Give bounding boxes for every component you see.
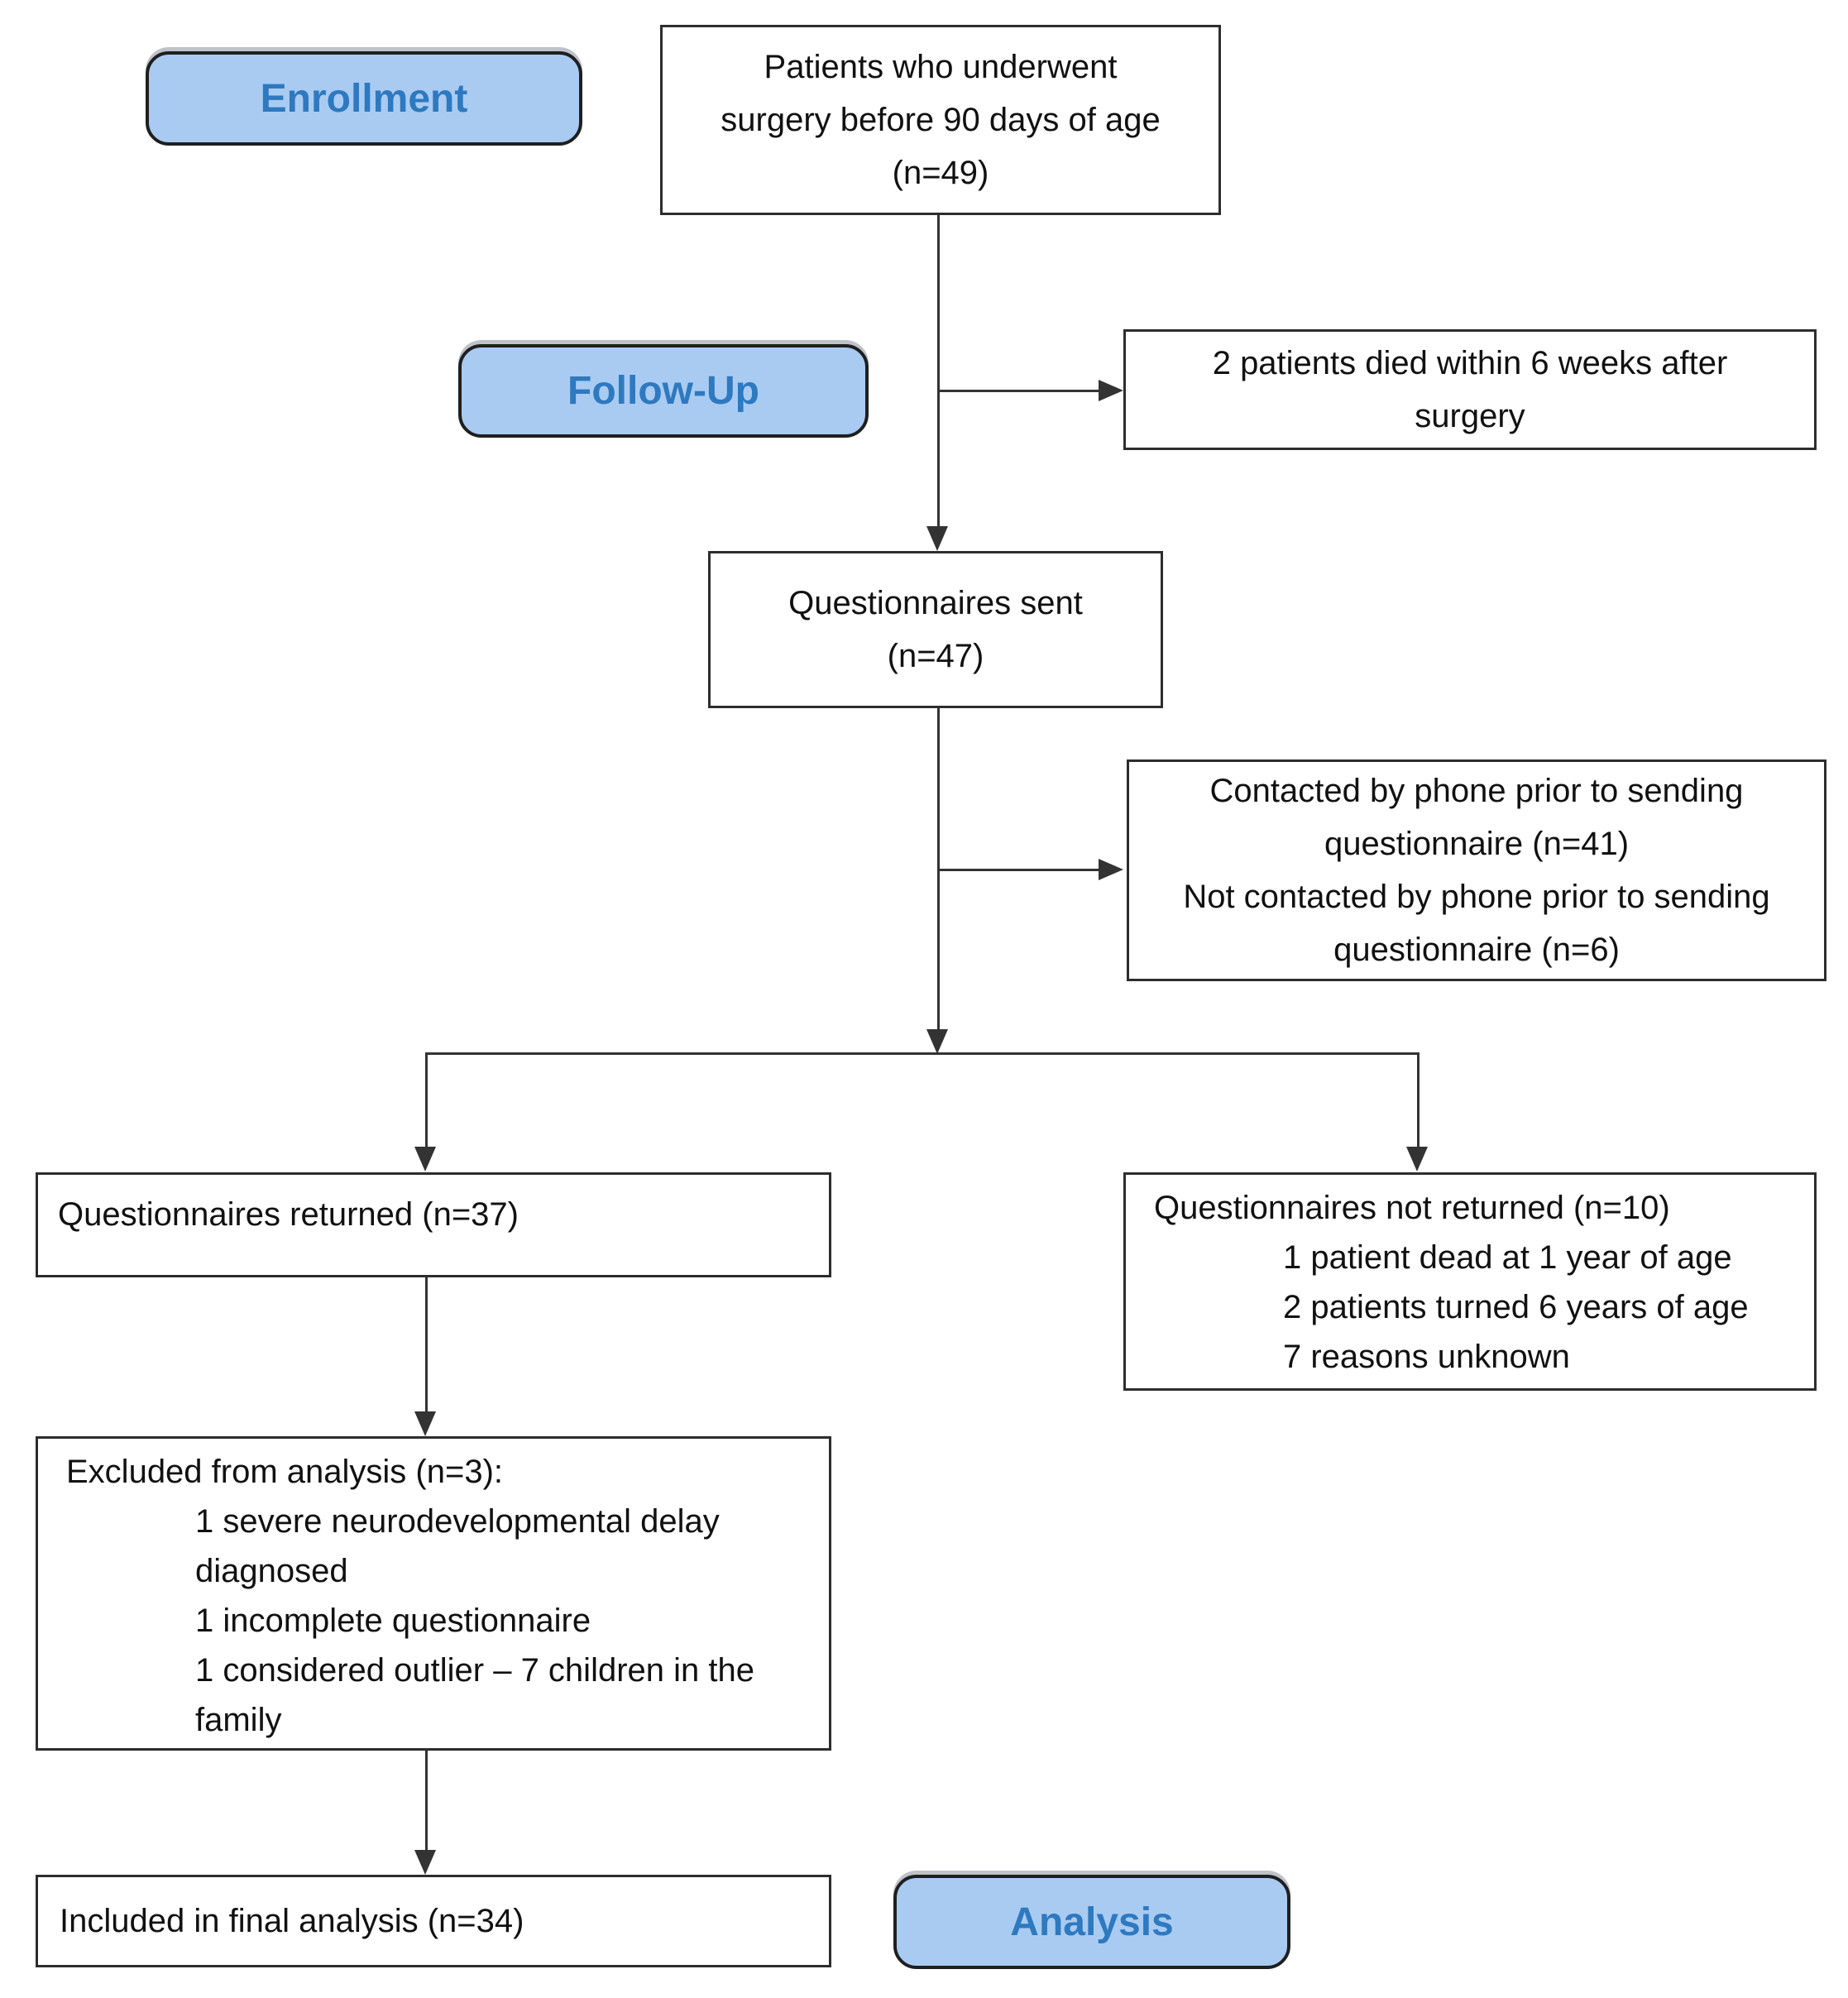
connector-to-died-box [938, 390, 1100, 392]
box-died-after-surgery: 2 patients died within 6 weeks after sur… [1123, 329, 1817, 450]
box-questionnaires-returned: Questionnaires returned (n=37) [36, 1172, 831, 1277]
list-item: 1 incomplete questionnaire [195, 1603, 591, 1639]
connector-split-to-not-returned [1417, 1052, 1420, 1147]
box-phone-contact: Contacted by phone prior to sending ques… [1127, 759, 1826, 981]
arrowhead-down-icon [414, 1850, 436, 1875]
box-text-line: Questionnaires sent [788, 585, 1083, 621]
connector-to-phone-contact-box [938, 869, 1100, 871]
box-text-line: Included in final analysis (n=34) [60, 1903, 524, 1939]
arrowhead-down-icon [414, 1411, 436, 1436]
connector-split-to-returned [425, 1052, 428, 1147]
box-text-line: Not contacted by phone prior to sending [1183, 879, 1770, 915]
box-text-line: Patients who underwent [764, 49, 1118, 85]
box-text-line: 2 patients died within 6 weeks after [1212, 345, 1728, 381]
list-item: 7 reasons unknown [1283, 1339, 1570, 1375]
box-text-line: questionnaire (n=6) [1333, 932, 1620, 968]
phase-label-analysis: Analysis [893, 1875, 1290, 1969]
arrowhead-down-icon [414, 1147, 436, 1171]
box-patients-surgery: Patients who underwent surgery before 90… [660, 25, 1221, 215]
arrowhead-down-icon [926, 526, 948, 551]
connector-patients-to-sent [937, 215, 940, 528]
box-text-line: (n=47) [887, 638, 984, 674]
connector-excluded-to-included [425, 1751, 428, 1850]
box-title: Excluded from analysis (n=3): [66, 1454, 504, 1490]
box-title: Questionnaires not returned (n=10) [1154, 1190, 1670, 1226]
connector-split-bar [425, 1052, 1420, 1055]
phase-label-enrollment: Enrollment [146, 51, 582, 146]
arrowhead-right-icon [1099, 859, 1123, 880]
list-item: 1 patient dead at 1 year of age [1283, 1239, 1732, 1276]
box-excluded-from-analysis: Excluded from analysis (n=3): 1 severe n… [36, 1436, 831, 1751]
phase-label-follow-up: Follow-Up [458, 344, 869, 438]
arrowhead-down-icon [1406, 1147, 1428, 1171]
box-text-line: surgery before 90 days of age [721, 102, 1161, 138]
box-text-line: Contacted by phone prior to sending [1209, 773, 1744, 809]
connector-returned-to-excluded [425, 1277, 428, 1411]
arrowhead-down-icon [926, 1029, 948, 1054]
box-text-line: (n=49) [892, 155, 989, 191]
box-text-line: Questionnaires returned (n=37) [58, 1196, 519, 1233]
box-text-line: questionnaire (n=41) [1324, 826, 1630, 862]
box-questionnaires-sent: Questionnaires sent (n=47) [708, 551, 1163, 708]
list-item: 2 patients turned 6 years of age [1283, 1289, 1749, 1325]
box-questionnaires-not-returned: Questionnaires not returned (n=10) 1 pat… [1123, 1172, 1817, 1391]
box-text-line: surgery [1415, 398, 1525, 434]
list-item: 1 severe neurodevelopmental delay diagno… [195, 1503, 720, 1589]
box-included-final-analysis: Included in final analysis (n=34) [36, 1875, 831, 1967]
arrowhead-right-icon [1099, 380, 1123, 401]
list-item: 1 considered outlier – 7 children in the… [195, 1652, 754, 1738]
